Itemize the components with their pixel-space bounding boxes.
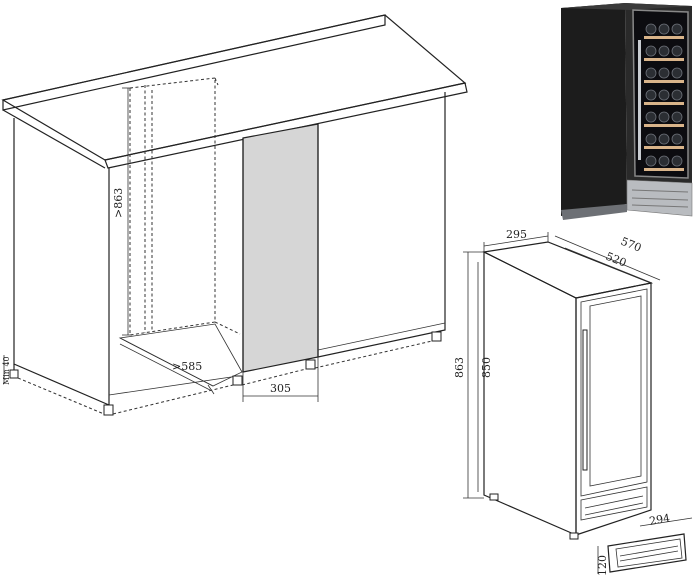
countertop-backsplash [2, 14, 386, 111]
dim-height-850: 850 [480, 357, 493, 378]
dim-cabinet-depth: >585 [172, 360, 202, 373]
wine-shelves [644, 23, 684, 171]
countertop-top [1, 14, 467, 161]
foot [431, 331, 442, 342]
dim-depth-520: 520 [604, 250, 628, 270]
dim-min-gap: Min 40 [2, 356, 11, 385]
recess-outline [129, 78, 216, 336]
side-panel-shaded [242, 123, 319, 373]
foot [9, 369, 19, 379]
dim-cabinet-height: >863 [112, 188, 125, 218]
dim-vent-120: 120 [596, 555, 609, 576]
dim-cabinet-width: 305 [270, 382, 291, 395]
foot [305, 359, 316, 370]
cooler-dimension-drawing: 295 570 520 863 850 [453, 228, 661, 540]
dim-height-863: 863 [453, 357, 466, 378]
dim-vent-294: 294 [648, 512, 671, 528]
vent-detail: 294 120 [596, 512, 693, 576]
built-in-cabinet-drawing: >863 >585 305 Min 40 [1, 14, 468, 416]
foot [103, 404, 114, 416]
wine-cooler-photo [561, 3, 693, 220]
countertop-front-edge [104, 82, 468, 169]
right-cabinet [317, 92, 446, 358]
foot [232, 375, 243, 386]
dim-width-295: 295 [506, 228, 527, 241]
left-cabinet [13, 118, 110, 406]
dim-depth-570: 570 [619, 235, 643, 255]
